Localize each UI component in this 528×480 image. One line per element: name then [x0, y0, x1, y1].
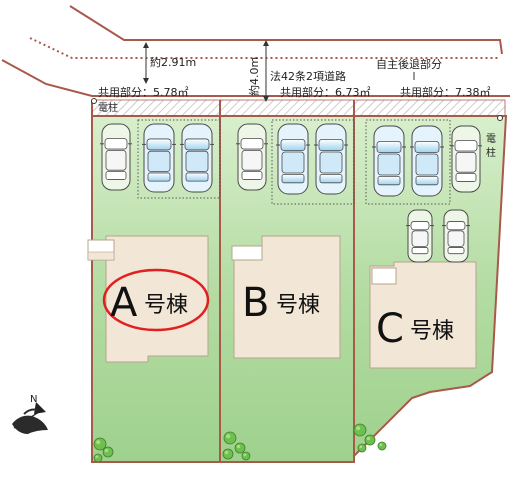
parking-area-c	[365, 119, 451, 205]
lot-b-label: B 号棟	[242, 280, 320, 326]
highlight-circle	[102, 268, 210, 332]
utility-pole-right-label-2: 柱	[486, 146, 496, 159]
shrub-9	[364, 434, 376, 446]
utility-pole-right-label-1: 電	[486, 133, 496, 145]
building-a	[87, 235, 209, 363]
car-11	[442, 209, 470, 263]
cars-layer	[100, 123, 482, 263]
shared-area-b-label: 共用部分：6.73㎡	[280, 85, 371, 99]
lot-a-letter: A	[110, 280, 138, 326]
shrub-10	[377, 441, 387, 451]
north-label: N	[30, 394, 37, 405]
shrub-6	[222, 448, 234, 460]
utility-pole-left-label: 電柱	[98, 101, 118, 114]
road-width-label: 約4.0m	[247, 57, 261, 96]
utility-pole-right	[497, 115, 503, 121]
shrub-5	[234, 442, 246, 454]
building-b	[231, 235, 341, 359]
shrub-1	[93, 437, 107, 451]
utility-pole-left	[91, 98, 97, 104]
shrub-7	[241, 451, 251, 461]
shrub-11	[357, 443, 367, 453]
road-dimension: 約4.0m 法42条2項道路	[247, 40, 346, 102]
parking-area-b	[271, 119, 355, 205]
shrub-3	[93, 453, 103, 463]
car-3	[180, 123, 214, 193]
lot-c-letter: C	[376, 306, 404, 352]
setback-dotted-line	[29, 37, 500, 59]
shrub-2	[102, 446, 114, 458]
setback-width-label: 約2.91m	[150, 55, 196, 69]
lot-b-letter: B	[242, 280, 269, 326]
car-6	[314, 123, 348, 195]
car-1	[100, 123, 132, 191]
lot-c-label: C 号棟	[376, 306, 454, 352]
lot-b-suffix: 号棟	[276, 293, 320, 318]
setback-dimension: 約2.91m	[143, 42, 196, 84]
north-compass: N	[12, 394, 48, 434]
lot-a-label: A 号棟	[102, 268, 210, 332]
lot-a-suffix: 号棟	[144, 293, 188, 318]
shrubs-layer	[93, 423, 387, 463]
car-5	[276, 123, 310, 195]
car-7	[372, 125, 406, 197]
car-10	[406, 209, 434, 263]
parking-area-a	[137, 119, 221, 199]
shrub-8	[353, 423, 367, 437]
shrub-4	[223, 431, 237, 445]
shared-area-a-label: 共用部分：5.78㎡	[98, 85, 189, 99]
self-setback-label: 自主後退部分	[376, 57, 442, 71]
building-c	[369, 261, 477, 369]
car-4	[236, 123, 268, 191]
car-8	[410, 125, 444, 197]
car-2	[142, 123, 176, 193]
shared-area-c-label: 共用部分：7.38㎡	[400, 85, 491, 99]
shared-strip	[91, 99, 506, 117]
lot-c-suffix: 号棟	[410, 319, 454, 344]
road-edge-line	[69, 5, 503, 55]
road-boundary-line	[1, 59, 510, 97]
car-9	[450, 125, 482, 193]
road-type-label: 法42条2項道路	[270, 69, 346, 83]
